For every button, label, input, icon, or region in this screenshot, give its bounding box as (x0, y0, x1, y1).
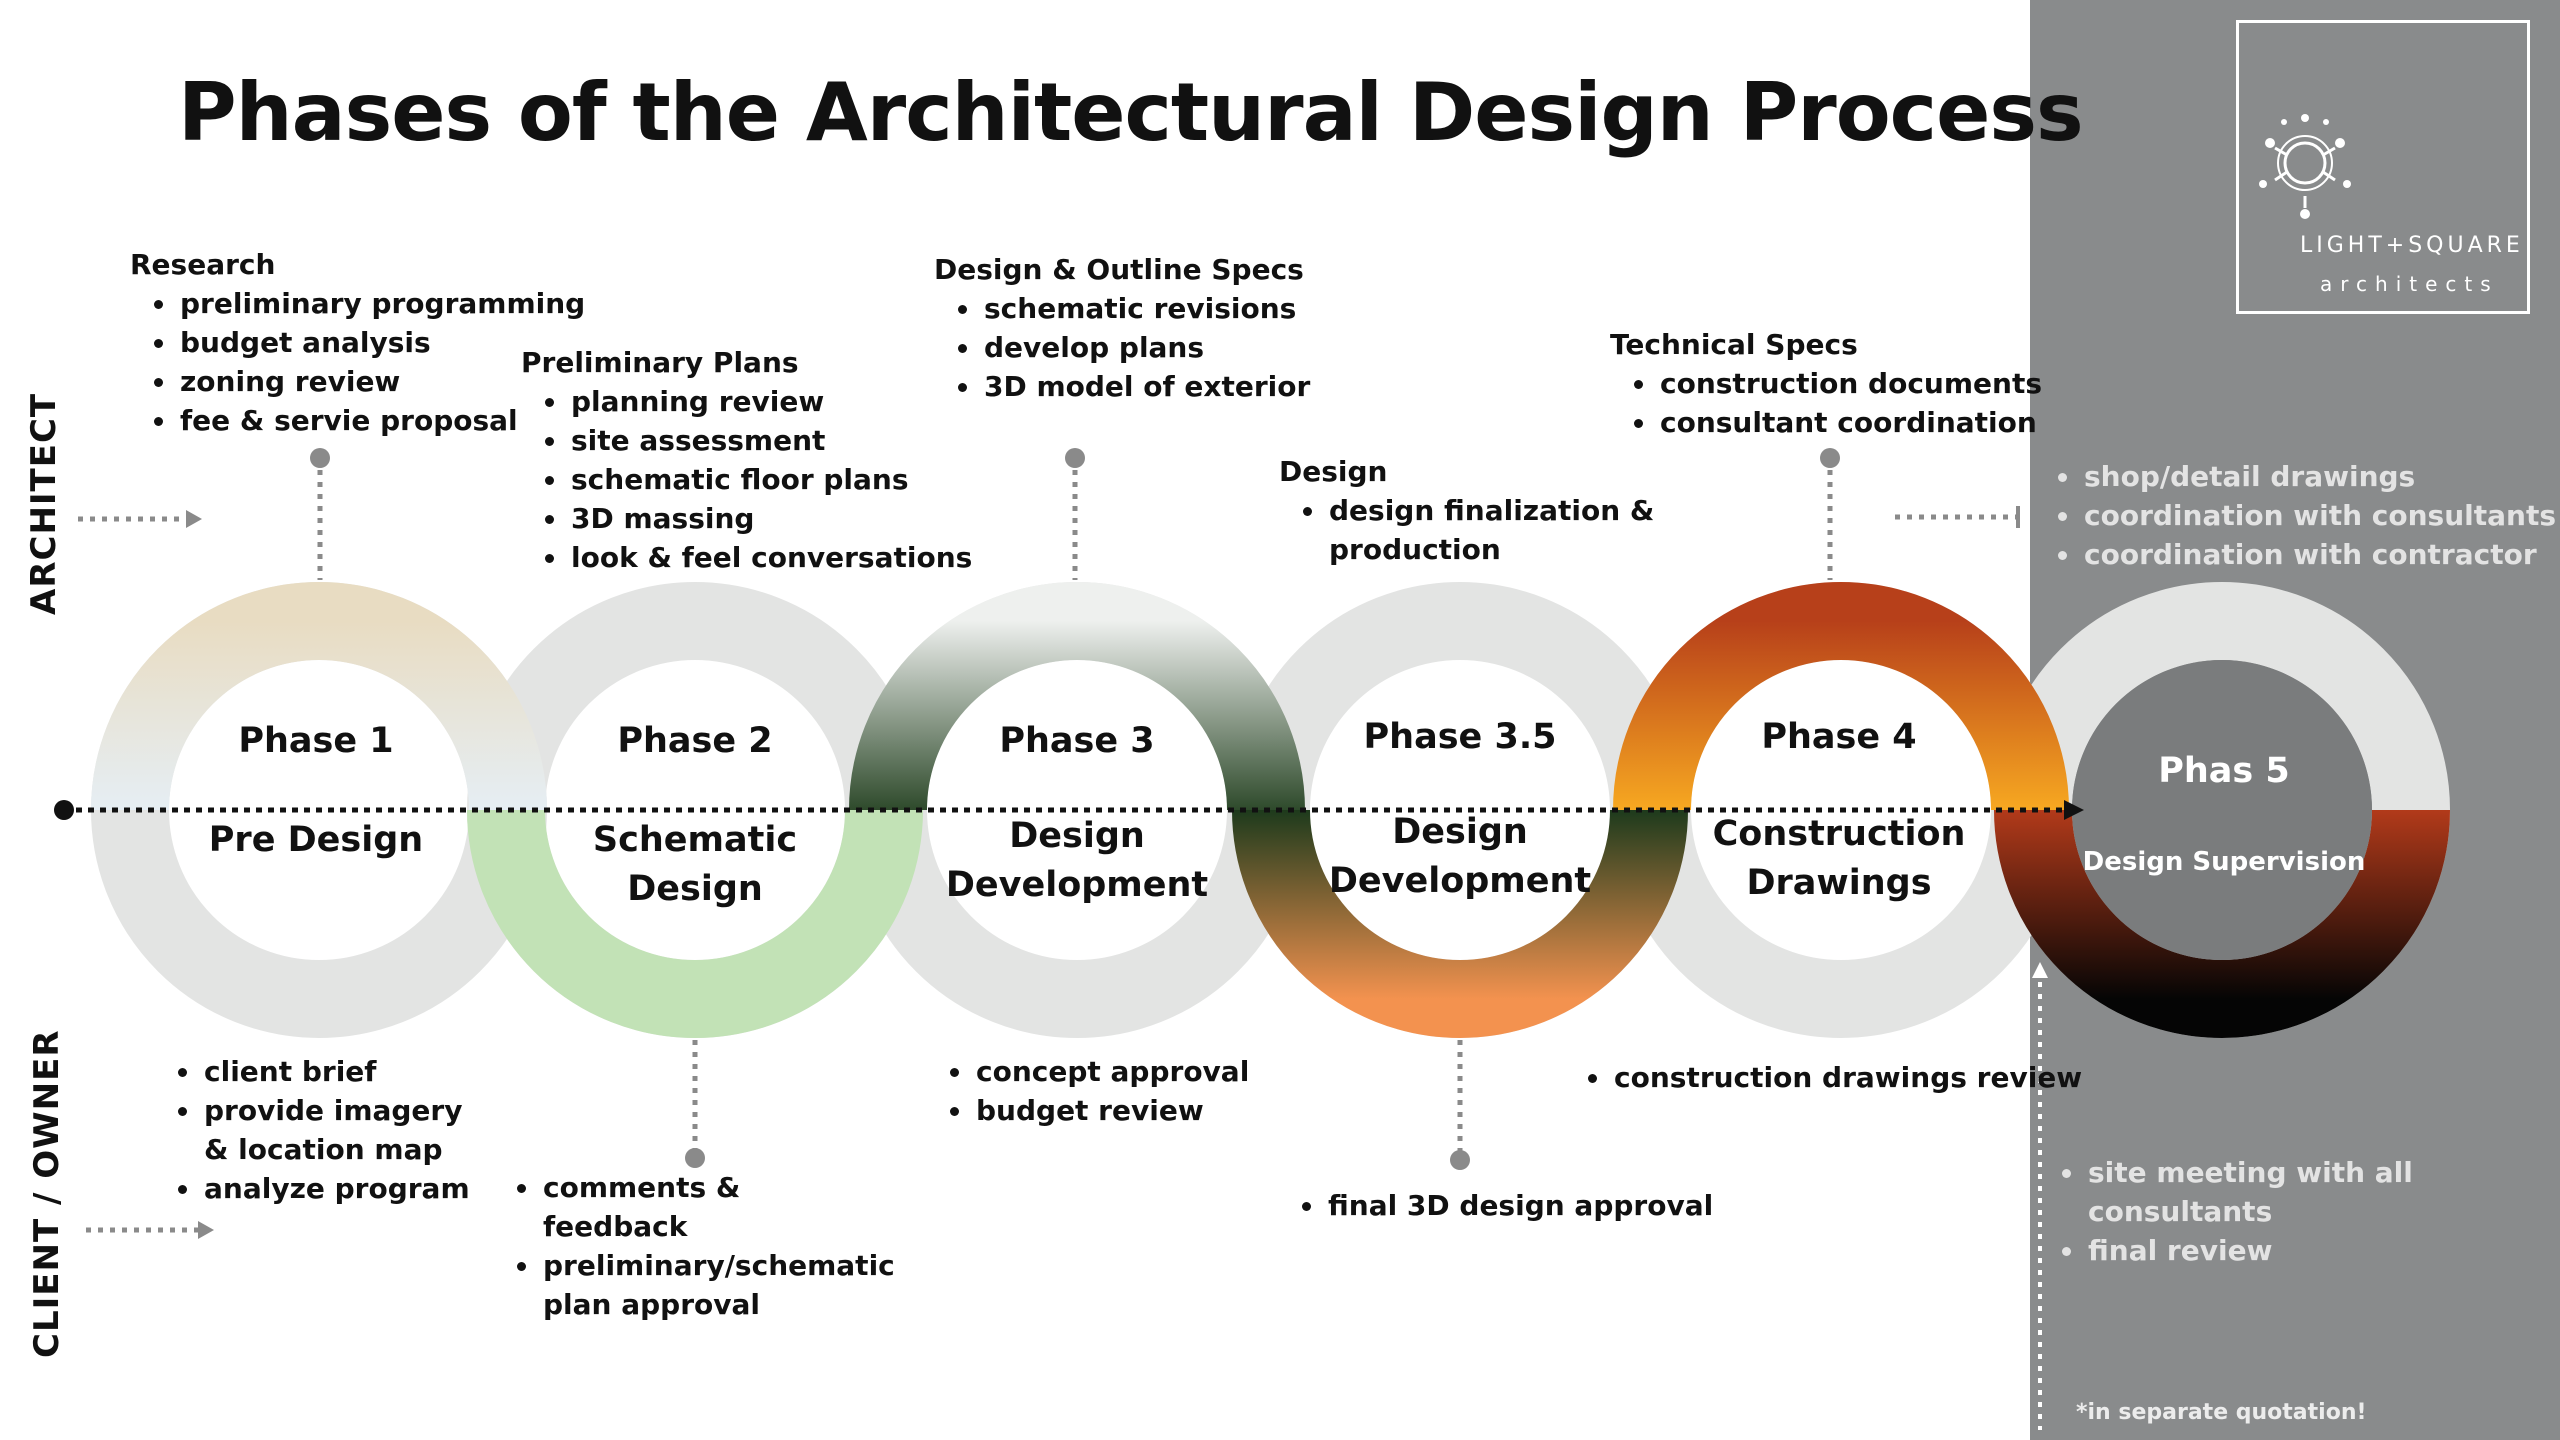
phase-3-5-name: Design Development (1328, 812, 1592, 901)
task-item: comments & feedback (541, 1168, 893, 1246)
task-item: look & feel conversations (569, 538, 972, 577)
task-heading: Technical Specs (1610, 328, 1858, 361)
task-item: final review (2086, 1231, 2560, 1270)
task-item: site meeting with all consultants (2086, 1153, 2560, 1231)
phase-4-name: Construction Drawings (1712, 814, 1966, 903)
architect-tasks-phase-5: shop/detail drawings coordination with c… (2034, 457, 2556, 574)
supervision-arrow-head (2032, 962, 2048, 978)
phase-2-name: Schematic Design (592, 820, 798, 909)
task-heading: Preliminary Plans (521, 346, 799, 379)
phase-3-label: Phase 3 (999, 721, 1155, 761)
page-title: Phases of the Architectural Design Proce… (178, 66, 2084, 159)
task-item: client brief (202, 1052, 494, 1091)
client-tasks-phase-5: site meeting with all consultants final … (2038, 1153, 2560, 1270)
task-item: coordination with contractor (2082, 535, 2556, 574)
architect-tasks-phase-3-5: Design design finalization & production (1279, 452, 1659, 569)
architect-tasks-phase-4: Technical Specs construction documents c… (1610, 325, 2042, 442)
client-tasks-phase-2: comments & feedback preliminary/schemati… (493, 1168, 895, 1324)
client-tasks-phase-1: client brief provide imagery & location … (154, 1052, 494, 1208)
architect-tasks-phase-2: Preliminary Plans planning review site a… (521, 343, 972, 577)
task-heading: Design & Outline Specs (934, 253, 1304, 286)
phase-5-name: Design Supervision (2082, 847, 2366, 877)
task-heading: Research (130, 248, 276, 281)
task-item: fee & servie proposal (178, 401, 585, 440)
logo (2236, 20, 2530, 314)
footnote: *in separate quotation! (2076, 1400, 2367, 1425)
task-item: coordination with consultants (2082, 496, 2556, 535)
task-item: planning review (569, 382, 972, 421)
task-item: preliminary/schematic plan approval (541, 1246, 895, 1324)
architect-tasks-phase-3: Design & Outline Specs schematic revisio… (934, 250, 1310, 406)
task-item: provide imagery & location map (202, 1091, 494, 1169)
client-tasks-phase-4: construction drawings review (1564, 1058, 2082, 1097)
architect-tasks-phase-1: Research preliminary programming budget … (130, 245, 585, 440)
phase-1-label: Phase 1 (238, 721, 394, 761)
task-heading: Design (1279, 455, 1388, 488)
connector-dot-phase-1 (310, 448, 330, 468)
arc-phase-1 (91, 582, 547, 811)
task-item: 3D model of exterior (982, 367, 1310, 406)
logo-mark-icon (2274, 135, 2336, 208)
phase-5-center (2072, 660, 2372, 960)
arc-phase-2 (467, 809, 923, 1038)
phase-4-label: Phase 4 (1761, 717, 1917, 757)
task-item: 3D massing (569, 499, 972, 538)
arc-phase-5 (1994, 809, 2450, 1038)
logo-subtitle: architects (2320, 272, 2499, 296)
arc-phase-4 (1613, 582, 2069, 811)
connector-dot-phase-3 (1065, 448, 1085, 468)
connector-dot-phase-4 (1820, 448, 1840, 468)
phase-3-5-label: Phase 3.5 (1363, 717, 1557, 757)
task-item: budget review (974, 1091, 1249, 1130)
task-item: construction documents (1658, 364, 2042, 403)
task-item: final 3D design approval (1326, 1186, 1713, 1225)
task-item: site assessment (569, 421, 972, 460)
task-item: consultant coordination (1658, 403, 2042, 442)
arc-phase-3-5 (1232, 809, 1688, 1038)
connector-dot-phase-3-5 (1450, 1150, 1470, 1170)
architect-arrow-head (186, 510, 202, 528)
task-item: schematic floor plans (569, 460, 972, 499)
task-item: preliminary programming (178, 284, 585, 323)
task-item: develop plans (982, 328, 1310, 367)
task-item: zoning review (178, 362, 585, 401)
timeline-arrow-head (2064, 800, 2084, 820)
task-item: analyze program (202, 1169, 494, 1208)
phase-3-name: Design Development (945, 816, 1209, 905)
logo-name: LIGHT+SQUARE (2300, 233, 2524, 258)
client-arrow-head (198, 1221, 214, 1239)
task-item: design finalization & production (1327, 491, 1659, 569)
phase-2-label: Phase 2 (617, 721, 773, 761)
task-item: concept approval (974, 1052, 1249, 1091)
arc-phase-3 (849, 582, 1305, 811)
task-item: budget analysis (178, 323, 585, 362)
task-item: construction drawings review (1612, 1058, 2082, 1097)
task-item: schematic revisions (982, 289, 1310, 328)
task-item: shop/detail drawings (2082, 457, 2556, 496)
phase-1-name: Pre Design (208, 820, 424, 860)
client-tasks-phase-3: concept approval budget review (926, 1052, 1249, 1130)
connector-dot-phase-2 (685, 1148, 705, 1168)
phase-5-label: Phas 5 (2158, 751, 2290, 791)
client-tasks-phase-3-5: final 3D design approval (1278, 1186, 1713, 1225)
